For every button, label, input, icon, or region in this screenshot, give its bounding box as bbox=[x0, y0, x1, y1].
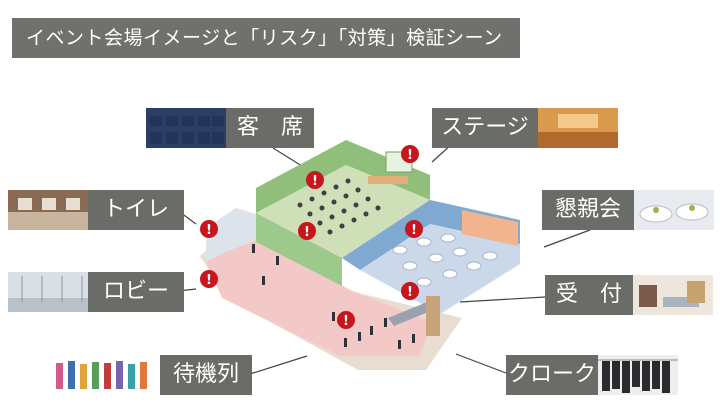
callout-lobby: ロビー bbox=[8, 272, 184, 312]
leader-reception bbox=[460, 297, 545, 302]
risk-marker-icon: ! bbox=[200, 270, 218, 288]
seat-room-stage bbox=[368, 176, 408, 184]
callout-party: 懇親会 bbox=[542, 190, 714, 230]
callout-stage: ステージ bbox=[432, 108, 618, 148]
toilet-photo bbox=[8, 190, 88, 230]
reception-photo bbox=[633, 275, 713, 315]
svg-text:!: ! bbox=[411, 223, 417, 238]
svg-text:!: ! bbox=[206, 223, 212, 238]
queue-photo bbox=[50, 355, 160, 395]
svg-text:!: ! bbox=[312, 174, 318, 189]
callout-label-cloakroom: クローク bbox=[506, 355, 598, 395]
callout-reception: 受 付 bbox=[545, 275, 713, 315]
svg-text:!: ! bbox=[407, 285, 413, 300]
callout-cloakroom: クローク bbox=[506, 355, 678, 395]
svg-text:!: ! bbox=[343, 314, 349, 329]
party-photo bbox=[634, 190, 714, 230]
cloakroom-rack bbox=[426, 296, 440, 336]
risk-marker-icon: ! bbox=[401, 282, 419, 300]
risk-marker-icon: ! bbox=[306, 171, 324, 189]
callout-label-seats: 客 席 bbox=[226, 108, 314, 148]
svg-text:!: ! bbox=[206, 273, 212, 288]
risk-marker-icon: ! bbox=[405, 220, 423, 238]
leader-party bbox=[544, 230, 590, 247]
callout-queue: 待機列 bbox=[50, 355, 252, 395]
callout-seats: 客 席 bbox=[146, 108, 314, 148]
risk-marker-icon: ! bbox=[337, 311, 355, 329]
callout-label-toilet: トイレ bbox=[88, 190, 184, 230]
leader-cloakroom bbox=[456, 354, 506, 373]
svg-text:!: ! bbox=[304, 225, 310, 240]
callout-label-lobby: ロビー bbox=[88, 272, 184, 312]
risk-marker-icon: ! bbox=[298, 222, 316, 240]
stage-photo bbox=[538, 108, 618, 148]
risk-marker-icon: ! bbox=[401, 145, 419, 163]
seats-photo bbox=[146, 108, 226, 148]
callout-label-party: 懇親会 bbox=[542, 190, 634, 230]
callout-label-stage: ステージ bbox=[432, 108, 538, 148]
risk-marker-icon: ! bbox=[200, 220, 218, 238]
callout-toilet: トイレ bbox=[8, 190, 184, 230]
leader-queue bbox=[250, 356, 307, 374]
leader-seats bbox=[273, 148, 302, 166]
svg-text:!: ! bbox=[407, 148, 413, 163]
cloakroom-photo bbox=[598, 355, 678, 395]
callout-label-queue: 待機列 bbox=[160, 355, 252, 395]
lobby-photo bbox=[8, 272, 88, 312]
callout-label-reception: 受 付 bbox=[545, 275, 633, 315]
